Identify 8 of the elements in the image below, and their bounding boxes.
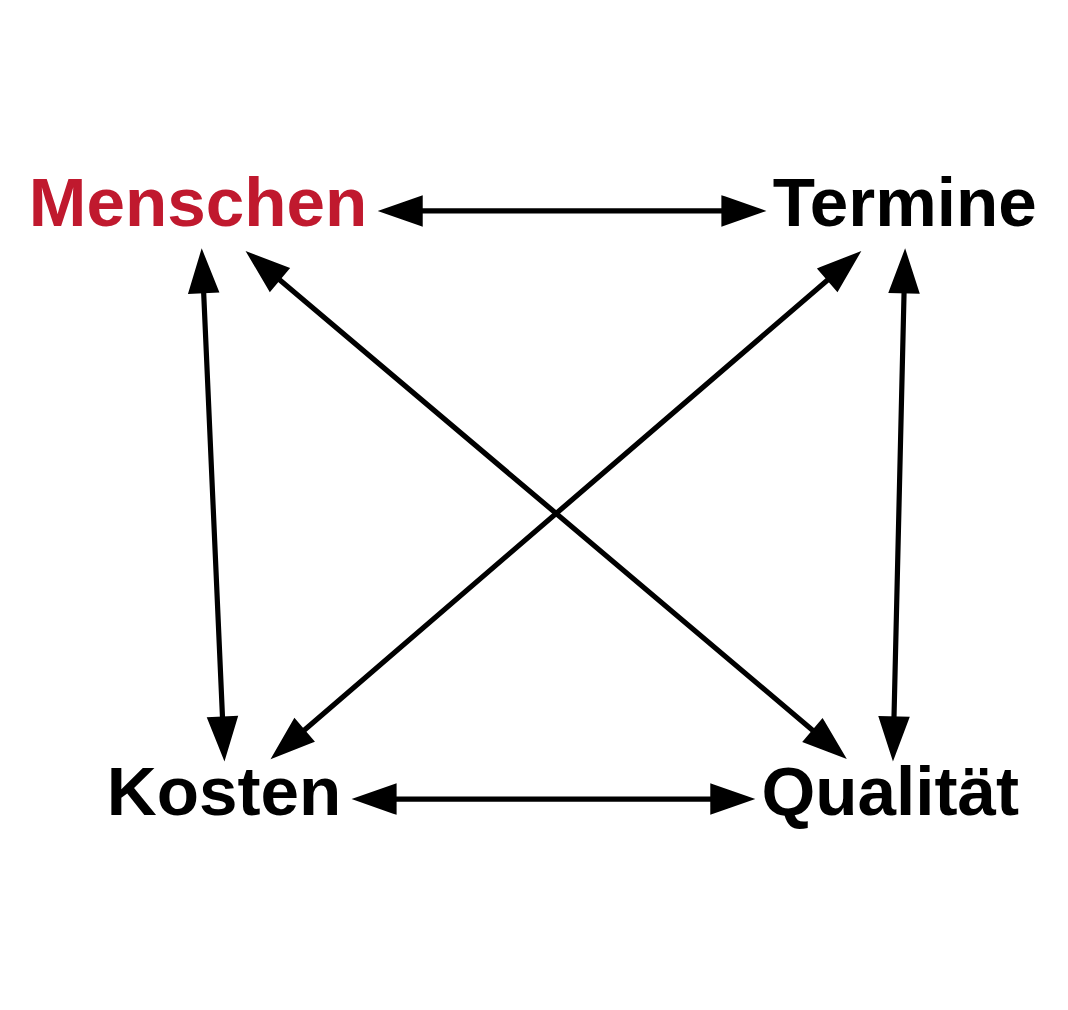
arrow [187, 248, 239, 762]
arrow [878, 248, 920, 762]
arrow [351, 783, 756, 815]
node-text: Qualität [761, 751, 1020, 830]
node-text: Kosten [106, 751, 342, 830]
node-text: Termine [772, 163, 1037, 242]
arrow [377, 195, 767, 227]
node-text: Menschen [28, 163, 368, 242]
